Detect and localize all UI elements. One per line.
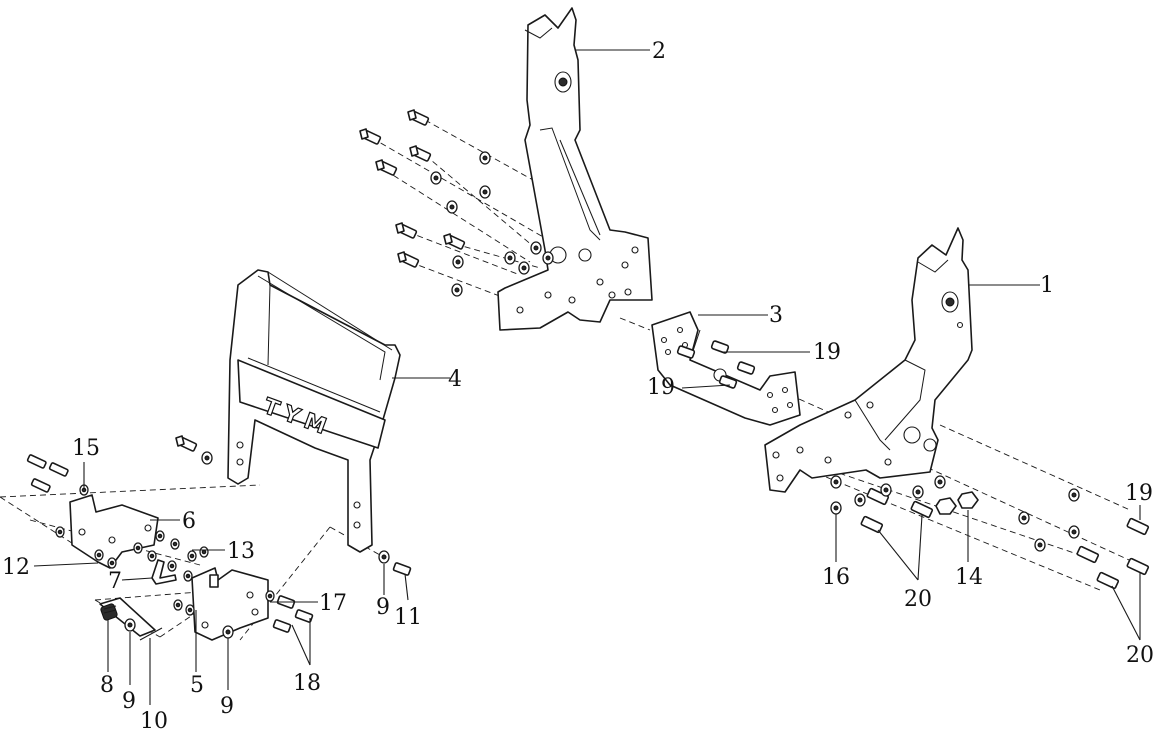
bolts bbox=[26, 109, 1150, 633]
bracket-part-2 bbox=[497, 7, 653, 331]
callout-10: 10 bbox=[140, 709, 168, 733]
callout-1: 1 bbox=[1040, 273, 1054, 298]
callout-18: 18 bbox=[293, 671, 321, 696]
callout-13: 13 bbox=[227, 539, 255, 564]
callout-15: 15 bbox=[72, 436, 100, 461]
callout-20-center: 20 bbox=[904, 587, 932, 612]
callout-5: 5 bbox=[190, 673, 204, 698]
bracket-part-1 bbox=[764, 227, 973, 493]
callout-3: 3 bbox=[769, 303, 783, 328]
callout-6: 6 bbox=[182, 509, 196, 534]
callout-14: 14 bbox=[955, 565, 983, 590]
callout-12: 12 bbox=[2, 555, 30, 580]
callout-19-right: 19 bbox=[1125, 481, 1153, 506]
callout-11: 11 bbox=[394, 605, 422, 630]
callout-9-center: 9 bbox=[220, 694, 234, 719]
front-guard-part-4: TYM bbox=[227, 269, 401, 553]
hinge-plate-part-6 bbox=[69, 494, 159, 569]
washers bbox=[55, 151, 1080, 639]
pin-part-7 bbox=[151, 559, 177, 585]
callout-20-right: 20 bbox=[1126, 643, 1154, 668]
callout-8: 8 bbox=[100, 673, 114, 698]
spring-part-8 bbox=[99, 597, 156, 637]
callout-9-left: 9 bbox=[122, 689, 136, 714]
callout-19-bracket: 19 bbox=[813, 340, 841, 365]
callout-19-bracket-left: 19 bbox=[647, 375, 675, 400]
callout-16: 16 bbox=[822, 565, 850, 590]
callout-7: 7 bbox=[108, 569, 122, 594]
cotter-pin-part-10 bbox=[139, 627, 163, 641]
callout-17: 17 bbox=[319, 591, 347, 616]
callout-4: 4 bbox=[448, 367, 462, 392]
callout-9-right: 9 bbox=[376, 595, 390, 620]
cross-bracket-part-3 bbox=[651, 311, 801, 426]
leader-lines bbox=[33, 49, 1141, 705]
callout-2: 2 bbox=[652, 39, 666, 64]
callout-labels: 1 2 3 4 5 6 7 8 9 9 9 10 11 12 13 14 15 … bbox=[2, 39, 1154, 733]
